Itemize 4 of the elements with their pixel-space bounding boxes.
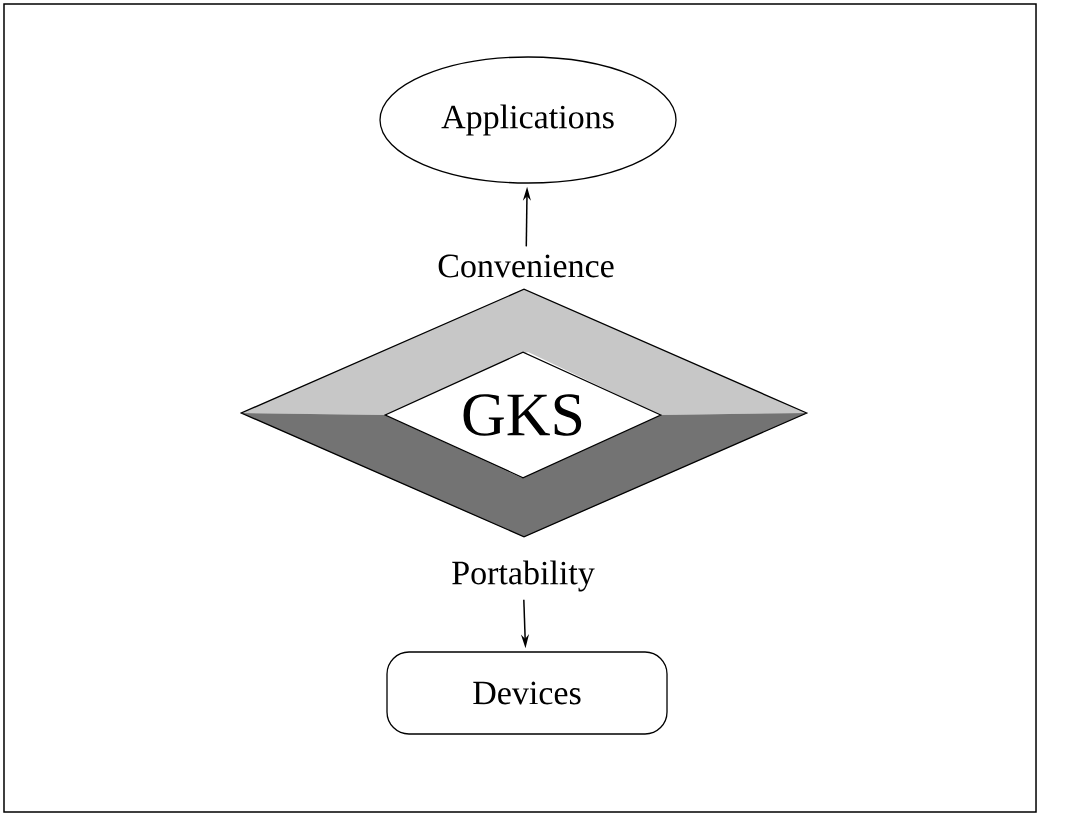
text-label: Portability (452, 560, 595, 592)
ellipse-node: Applications (379, 56, 677, 184)
text-label: Convenience (438, 254, 614, 278)
rounded-box: Devices (386, 651, 668, 735)
